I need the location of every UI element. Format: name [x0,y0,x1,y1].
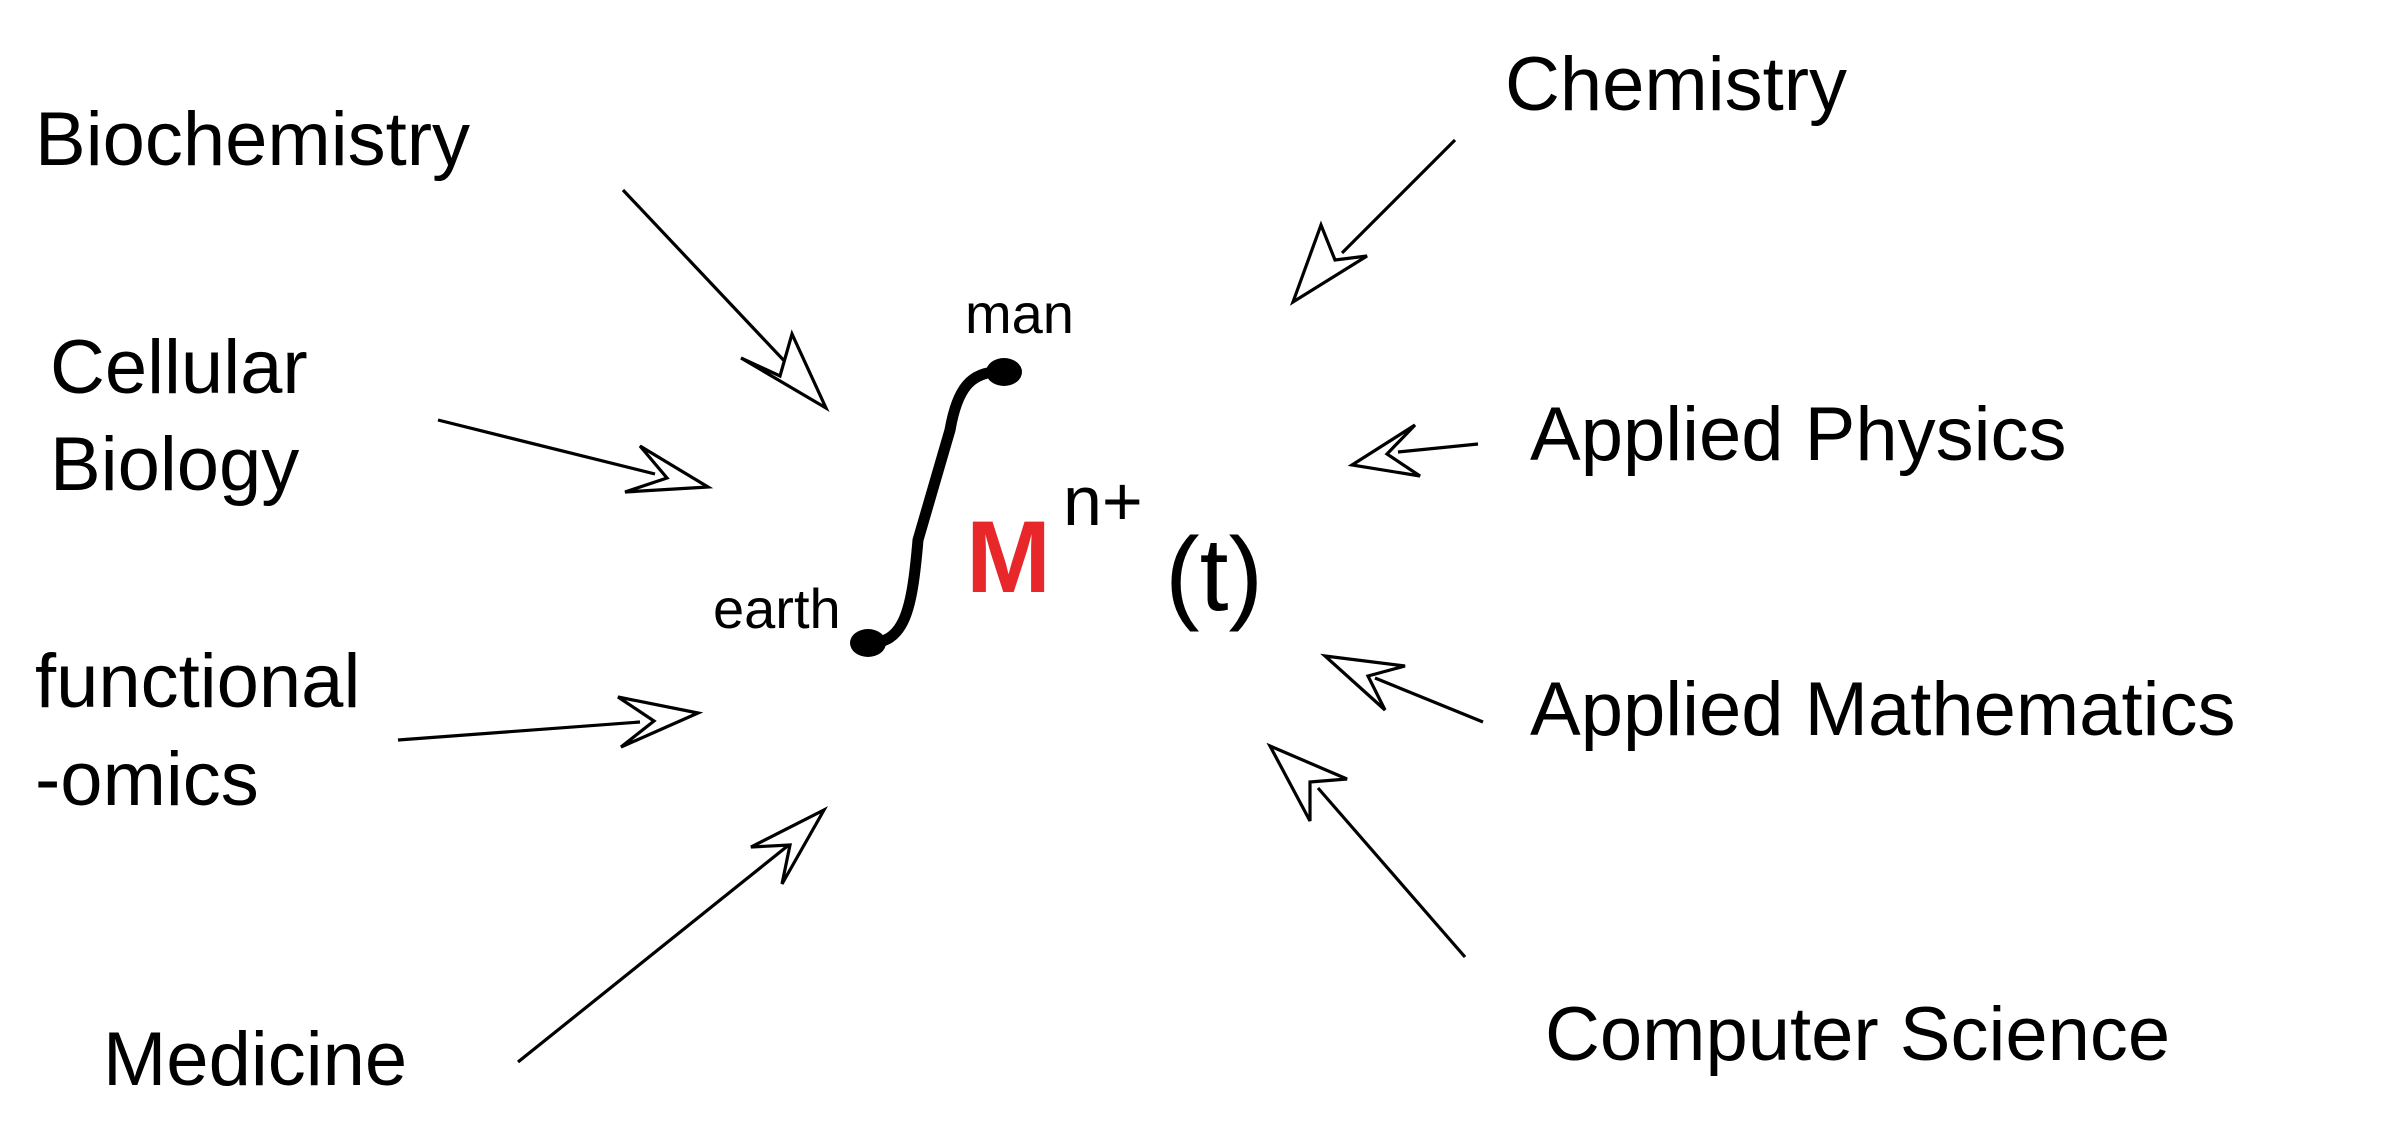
integral-formula: man earth M n+ (t) [713,282,1263,657]
label-chemistry: Chemistry [1505,42,1847,127]
arrow-applied-physics [1347,423,1479,478]
label-cellular-line1: Cellular [50,325,308,410]
upper-limit: man [965,282,1074,345]
formula-superscript: n+ [1063,462,1143,540]
arrow-biochemistry [621,188,830,412]
label-cellular-line2: Biology [50,422,299,507]
arrow-computer-science [1266,742,1467,959]
label-applied-physics: Applied Physics [1530,392,2067,477]
label-computer-science: Computer Science [1545,992,2170,1077]
arrow-applied-mathematics [1320,653,1484,724]
integral-upper-dot [986,358,1022,386]
formula-argument: (t) [1165,517,1263,633]
arrow-functional-omics [397,695,704,749]
lower-limit: earth [713,577,841,640]
formula-symbol: M [966,500,1051,614]
integral-lower-dot [850,629,886,657]
label-biochemistry: Biochemistry [35,97,470,182]
label-applied-mathematics: Applied Mathematics [1530,667,2235,752]
integral-sign-icon [860,366,1009,649]
label-functional-line1: functional [35,639,360,724]
arrow-medicine [516,806,829,1064]
label-medicine: Medicine [103,1017,407,1102]
arrow-cellular-biology [437,418,714,494]
arrow-chemistry [1289,138,1457,306]
label-functional-line2: -omics [35,737,259,822]
